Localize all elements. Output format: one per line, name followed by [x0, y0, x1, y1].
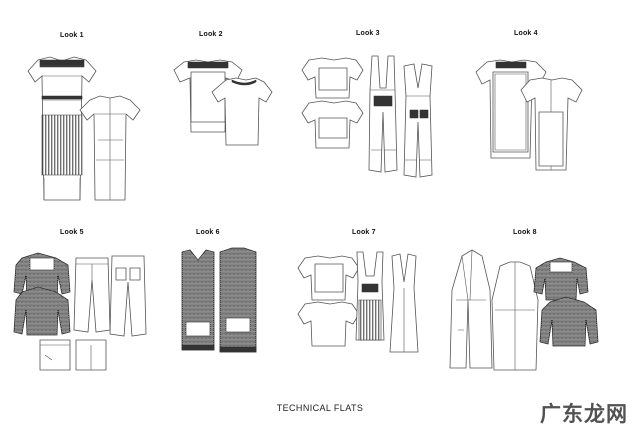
look-8-coat-front: [450, 250, 492, 368]
look-7-title: Look 7: [352, 229, 376, 236]
look-8-flats: [450, 250, 598, 370]
look-6-title: Look 6: [196, 229, 220, 236]
look-7-top-back: [298, 302, 359, 346]
look-5-skirt-front: [40, 340, 70, 370]
look-1-flats: [28, 57, 140, 200]
look-4-title: Look 4: [514, 30, 538, 37]
look-1-title: Look 1: [60, 32, 84, 39]
look-1-pleated-panel: [42, 115, 82, 175]
look-8-knit-sweater-front: [534, 258, 588, 300]
watermark: 广东龙网: [540, 402, 628, 426]
look-2-flats: [174, 60, 272, 145]
look-5-knit-sweater-back: [14, 287, 70, 335]
look-6-knit-vest-back: [220, 248, 256, 352]
look-3-title: Look 3: [356, 30, 380, 37]
look-2-title: Look 2: [199, 31, 223, 38]
look-8-title: Look 8: [513, 229, 537, 236]
look-5-trousers-back: [110, 256, 146, 336]
look-5-flats: [14, 253, 146, 370]
look-3-flats: [302, 56, 432, 177]
look-3-overalls-front: [369, 56, 397, 172]
look-2-top-back: [212, 78, 272, 145]
look-8-knit-sweater-back: [540, 297, 598, 346]
look-5-trousers-front: [74, 258, 110, 332]
look-4-flats: [476, 60, 582, 170]
technical-flats-caption: TECHNICAL FLATS: [276, 403, 364, 413]
look-7-flats: [298, 252, 418, 352]
look-6-flats: [182, 248, 256, 352]
look-5-title: Look 5: [60, 229, 84, 236]
look-3-overalls-back: [404, 64, 432, 177]
